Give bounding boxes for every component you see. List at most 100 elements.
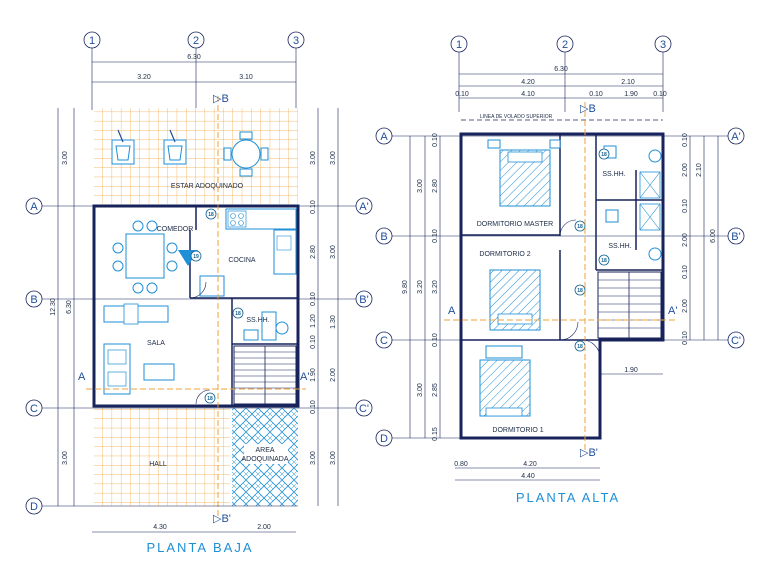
room-label-dorm2: DORMITORIO 2 — [479, 251, 530, 258]
upper-door-tag-3: 18 — [598, 254, 610, 266]
axis-col-1-upper: 1 — [450, 35, 468, 53]
axis-col-2-upper: 2 — [556, 35, 574, 53]
bed-master — [487, 139, 561, 207]
upper-dim-right-7: 0.10 — [682, 331, 689, 345]
upper-axis-row-c: C — [375, 331, 728, 349]
axis-col-1-label: 1 — [89, 35, 95, 47]
hall-tile-floor — [94, 408, 230, 506]
upper-axis-row-b-prime-label: B' — [731, 231, 740, 243]
dim-right-5: 1.20 — [310, 314, 317, 328]
upper-axis-row-a: A — [375, 127, 728, 145]
dim-right-3: 2.80 — [310, 245, 317, 259]
upper-dim-left-outer-1: 3.00 — [417, 179, 424, 193]
axis-row-a-label: A — [30, 201, 38, 213]
upper-cut-label-a: A — [448, 305, 456, 317]
dim-top-sub-5: 0.10 — [653, 91, 667, 98]
upper-dim-right-1: 0.10 — [682, 133, 689, 147]
bed-dorm2 — [489, 269, 541, 331]
upper-dim-left-1: 0.10 — [432, 133, 439, 147]
upper-axis-row-c-label: C — [380, 335, 388, 347]
axis-col-3-upper: 3 — [654, 35, 672, 53]
door-tag-1: 18 — [205, 208, 217, 220]
dim-right-outer-5: 3.00 — [330, 451, 337, 465]
upper-dim-left-4: 3.20 — [432, 280, 439, 294]
axis-row-a: A — [25, 197, 356, 215]
cut-label-a-prime: A' — [300, 371, 309, 383]
axis-row-c-prime: C' — [355, 399, 373, 417]
cut-label-b-prime: ▷B' — [213, 513, 231, 525]
dim-right-outer-1: 3.00 — [330, 151, 337, 165]
dim-top-sub-3: 0.10 — [589, 91, 603, 98]
upper-stairs — [597, 271, 662, 339]
upper-dim-right-5: 0.10 — [682, 265, 689, 279]
door-tag-3-label: 18 — [235, 311, 241, 317]
planta-baja: 1 2 3 6.30 3.20 3.10 — [25, 31, 373, 555]
upper-door-tag-3-label: 18 — [601, 258, 607, 264]
axis-col-2: 2 — [187, 31, 205, 49]
dim-right-outer-3: 1.30 — [330, 315, 337, 329]
dim-top-part-1-upper: 4.20 — [521, 79, 535, 86]
dim-top-sub-1: 0.10 — [455, 91, 469, 98]
dim-left-total: 12.30 — [50, 298, 57, 316]
axis-row-d: D — [25, 497, 298, 515]
upper-dim-left-outer-3: 3.00 — [417, 383, 424, 397]
room-label-estar: ESTAR ADOQUINADO — [171, 183, 244, 190]
ground-bathroom — [243, 311, 289, 341]
room-label-master: DORMITORIO MASTER — [477, 221, 553, 228]
upper-door-tag-4: 18 — [574, 284, 586, 296]
room-label-hall: HALL — [149, 461, 167, 468]
door-tag-1-label: 18 — [208, 212, 214, 218]
dim-top-part-1: 3.20 — [137, 74, 151, 81]
axis-col-1-upper-label: 1 — [456, 39, 462, 51]
upper-axis-row-c-prime: C' — [727, 331, 745, 349]
beam-note: LINEA DE VOLADO SUPERIOR — [480, 114, 553, 120]
ground-stairs — [233, 345, 297, 405]
axis-col-2-label: 2 — [193, 35, 199, 47]
upper-cut-label-b-prime: ▷B' — [580, 447, 598, 459]
upper-dim-stair: 1.90 — [624, 367, 638, 374]
dining-table — [112, 220, 178, 294]
upper-dim-right-outer-2: 6.00 — [710, 229, 717, 243]
dim-right-4: 0.10 — [310, 292, 317, 306]
upper-door-tag-2: 18 — [598, 148, 610, 160]
upper-dim-right-6: 2.00 — [682, 299, 689, 313]
dim-top-sub-4: 1.90 — [624, 91, 638, 98]
room-label-adoquinada: ADOQUINADA — [241, 456, 288, 463]
upper-dim-right-2: 2.00 — [682, 163, 689, 177]
axis-row-a-prime-label: A' — [359, 201, 368, 213]
upper-cut-label-a-prime: A' — [668, 305, 677, 317]
door-tag-4-label: 18 — [207, 396, 213, 402]
axis-col-3-upper-label: 3 — [660, 39, 666, 51]
upper-door-tag-2-label: 18 — [601, 152, 607, 158]
kitchen-counter — [199, 208, 297, 297]
upper-axis-row-a-prime-label: A' — [731, 131, 740, 143]
axis-col-3-label: 3 — [293, 35, 299, 47]
plan-title-baja: PLANTA BAJA — [146, 540, 253, 555]
upper-dim-left-7: 0.15 — [432, 427, 439, 441]
upper-door-tag-5-label: 18 — [577, 344, 583, 350]
axis-col-2-upper-label: 2 — [562, 39, 568, 51]
upper-dim-right-4: 2.00 — [682, 233, 689, 247]
axis-col-1: 1 — [83, 31, 101, 49]
upper-axis-row-b: B — [375, 227, 728, 245]
cut-label-b: ▷B — [213, 93, 229, 105]
room-label-dorm1: DORMITORIO 1 — [492, 427, 543, 434]
dim-right-7: 1.90 — [310, 368, 317, 382]
room-label-sala: SALA — [147, 340, 165, 347]
plan-title-alta: PLANTA ALTA — [516, 490, 620, 505]
upper-dim-bottom-2: 4.20 — [523, 461, 537, 468]
axis-row-b-prime-label: B' — [359, 294, 368, 306]
axis-row-b-label: B — [30, 294, 37, 306]
terrace-chair-1 — [111, 129, 135, 165]
dim-bottom-2: 2.00 — [257, 524, 271, 531]
room-label-comedor: COMEDOR — [157, 226, 194, 233]
living-sofa-set — [103, 303, 175, 395]
upper-dim-left-outer-2: 3.20 — [417, 280, 424, 294]
axis-row-c: C — [25, 399, 356, 417]
upper-axis-row-a-label: A — [380, 131, 388, 143]
dim-top-sub-2: 4.10 — [521, 91, 535, 98]
door-tag-2-label: 19 — [193, 254, 199, 260]
dim-top-total-upper: 6.30 — [554, 66, 568, 73]
axis-row-b-prime: B' — [355, 290, 373, 308]
terrace-chair-2 — [163, 129, 187, 165]
